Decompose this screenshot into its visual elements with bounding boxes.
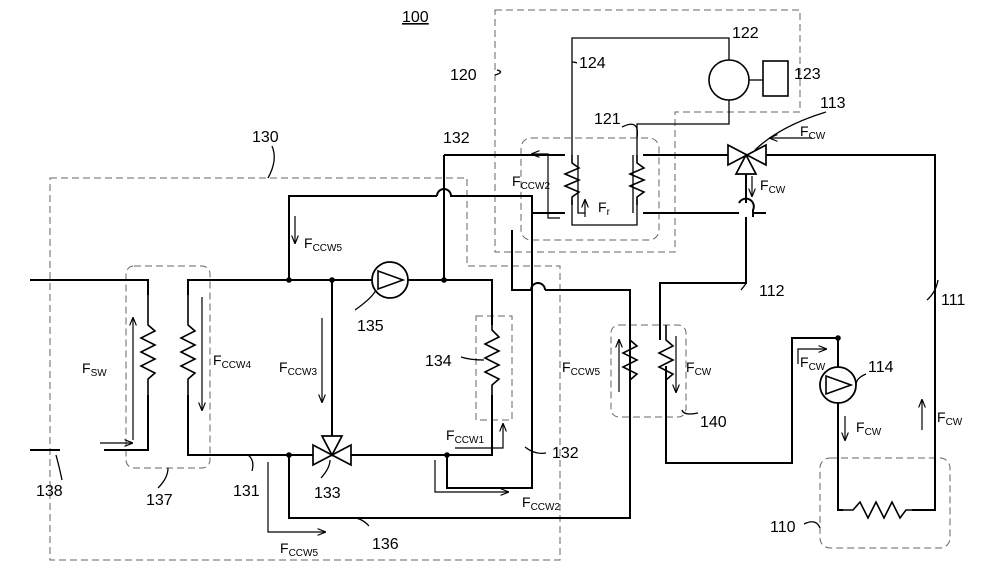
ref-133: 133: [314, 485, 341, 502]
ref-134: 134: [425, 353, 452, 370]
cooling-water-loop: [643, 145, 935, 518]
ref-123: 123: [794, 66, 821, 83]
coil-134: [485, 325, 499, 395]
ref-111: 111: [941, 292, 965, 309]
coil-137-left: [141, 295, 155, 395]
box-137: [126, 266, 210, 468]
flow-label-fccw5-bottom: FCCW5: [280, 540, 318, 559]
flow-label-fcw-114-out: FCW: [856, 419, 882, 438]
flow-arrows: [100, 138, 922, 532]
flow-label-fcw-114-in: FCW: [800, 354, 826, 373]
ref-120: 120: [450, 67, 477, 84]
flow-label-fccw2-top: FCCW2: [512, 173, 550, 192]
ref-140: 140: [700, 414, 727, 431]
ref-124: 124: [579, 55, 606, 72]
compressor-122: [709, 60, 749, 100]
ref-112: 112: [759, 283, 785, 300]
coil-121-left: [565, 155, 579, 205]
flow-labels: FSW FCCW4 FCCW5 FCCW3 FCCW2 Fr FCW FCW F…: [82, 123, 963, 559]
ref-131: 131: [233, 483, 260, 500]
ref-100: 100: [402, 9, 429, 26]
heater-coil-110: [843, 502, 912, 518]
flow-label-fccw5-140: FCCW5: [562, 359, 600, 378]
ref-122: 122: [732, 25, 759, 42]
ref-110: 110: [770, 519, 796, 536]
coil-137-right: [181, 295, 195, 395]
ref-113: 113: [820, 95, 846, 112]
ref-132-top: 132: [443, 130, 470, 147]
flow-label-fccw2-bottom: FCCW2: [522, 494, 560, 513]
coil-121-right: [630, 155, 644, 205]
flow-label-fccw3: FCCW3: [279, 359, 317, 378]
ref-137: 137: [146, 492, 173, 509]
enclosure-boxes: [50, 10, 950, 560]
flow-label-fcw-111: FCW: [937, 409, 963, 428]
ref-130: 130: [252, 129, 279, 146]
box-110: [820, 458, 950, 548]
ref-136: 136: [372, 536, 399, 553]
flow-label-fsw: FSW: [82, 360, 107, 379]
flow-label-fcw-113-out: FCW: [760, 177, 786, 196]
flow-label-fccw5-top: FCCW5: [304, 235, 342, 254]
flow-label-fccw1: FCCW1: [446, 427, 484, 446]
ref-135: 135: [357, 318, 384, 335]
ref-114: 114: [868, 359, 894, 376]
box-120: [495, 10, 800, 252]
ref-121: 121: [594, 111, 621, 128]
reference-labels: 100 120 124 122 123 121 113 132 130 112 …: [36, 9, 965, 553]
flow-label-fccw4: FCCW4: [213, 352, 251, 371]
ref-132-bottom: 132: [552, 445, 579, 462]
flow-label-fr: Fr: [598, 199, 611, 218]
flow-label-fcw-140: FCW: [686, 359, 712, 378]
motor-123: [763, 61, 788, 96]
ref-138: 138: [36, 483, 63, 500]
box-140: [611, 325, 686, 417]
cold-water-loop: [30, 155, 637, 518]
flow-label-fcw-113-in: FCW: [800, 123, 826, 142]
